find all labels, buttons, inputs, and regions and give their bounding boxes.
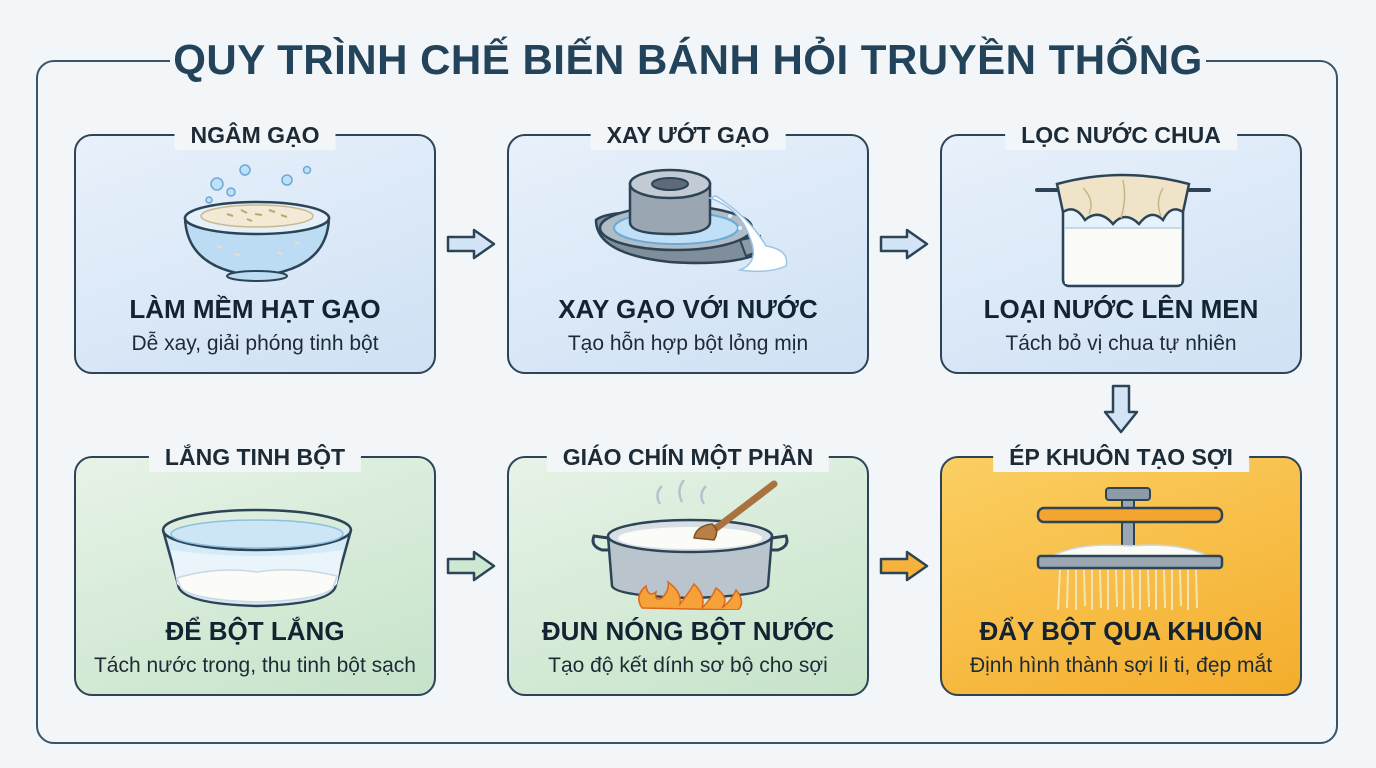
rice-bowl-icon — [183, 164, 331, 282]
step-title: NGÂM GẠO — [174, 120, 336, 150]
step-heading: LÀM MỀM HẠT GẠO — [129, 294, 381, 324]
noodle-press-icon — [1036, 487, 1224, 610]
arrow-right-icon — [879, 550, 929, 582]
step-description: Dễ xay, giải phóng tinh bột — [131, 332, 379, 355]
step-heading: LOẠI NƯỚC LÊN MEN — [983, 294, 1259, 324]
cooking-pot-icon — [591, 480, 789, 610]
arrow-right-icon — [446, 228, 496, 260]
step-description: Tạo độ kết dính sơ bộ cho sợi — [548, 654, 828, 677]
step-card-settle-starch: LẮNG TINH BỘT ĐỂ BỘT LẮNG Tách nước tron… — [74, 442, 436, 696]
step-description: Tạo hỗn hợp bột lỏng mịn — [567, 332, 809, 355]
glass-basin-icon — [161, 508, 353, 608]
stone-mill-icon — [594, 168, 788, 273]
step-title: LẮNG TINH BỘT — [148, 442, 362, 472]
step-heading: ĐẨY BỘT QUA KHUÔN — [979, 616, 1263, 646]
step-description: Tách nước trong, thu tinh bột sạch — [93, 654, 416, 677]
step-title: GIÁO CHÍN MỘT PHẦN — [546, 442, 830, 472]
page-title: QUY TRÌNH CHẾ BIẾN BÁNH HỎI TRUYỀN THỐNG — [170, 30, 1206, 90]
step-card-filter-sour-water: LỌC NƯỚC CHUA LOẠI NƯỚC LÊN MEN Tách bỏ … — [940, 120, 1302, 374]
step-card-press-noodles: ÉP KHUÔN TẠO SỢI ĐẨY BỘT QUA KHUÔN Định … — [940, 442, 1302, 696]
step-heading: ĐUN NÓNG BỘT NƯỚC — [541, 616, 835, 646]
step-card-soak-rice: NGÂM GẠO LÀM MỀM HẠT GẠO Dễ xay, giải ph… — [74, 120, 436, 374]
arrow-right-icon — [879, 228, 929, 260]
step-card-wet-grind: XAY ƯỚT GẠO XAY GẠO VỚI NƯỚC Tạo hỗn hợp… — [507, 120, 869, 374]
step-title: XAY ƯỚT GẠO — [590, 120, 786, 150]
filter-jar-icon — [1035, 173, 1211, 288]
arrow-down-icon — [1103, 384, 1139, 434]
step-heading: XAY GẠO VỚI NƯỚC — [558, 294, 818, 324]
step-card-partial-cook: GIÁO CHÍN MỘT PHẦN ĐUN NÓNG BỘT NƯỚC Tạo… — [507, 442, 869, 696]
step-title: ÉP KHUÔN TẠO SỢI — [993, 442, 1249, 472]
step-heading: ĐỂ BỘT LẮNG — [165, 616, 345, 646]
step-description: Tách bỏ vị chua tự nhiên — [1005, 332, 1237, 355]
step-description: Định hình thành sợi li ti, đẹp mắt — [969, 654, 1273, 677]
step-title: LỌC NƯỚC CHUA — [1005, 120, 1237, 150]
arrow-right-icon — [446, 550, 496, 582]
